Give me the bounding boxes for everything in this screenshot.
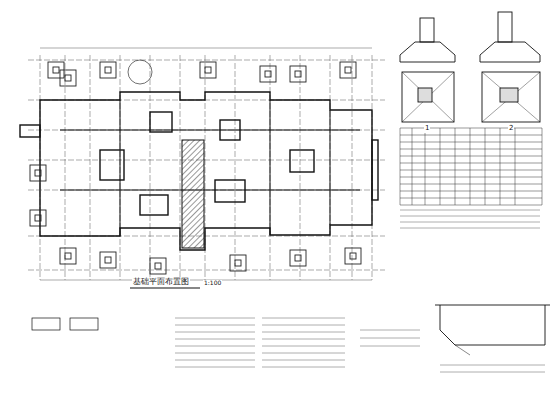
- column: [295, 71, 301, 77]
- stroke: [262, 346, 345, 347]
- stroke: [175, 346, 255, 347]
- footing-pad: [290, 66, 306, 82]
- stroke: [425, 128, 426, 205]
- drawing-label: 基础平面布置图: [132, 278, 190, 287]
- stroke: [400, 142, 542, 143]
- column: [105, 257, 111, 263]
- drawing-label: 1: [424, 125, 430, 133]
- stroke: [175, 332, 255, 333]
- stroke: [400, 191, 542, 192]
- stroke: [400, 198, 542, 199]
- stroke: [400, 170, 542, 171]
- stroke: [40, 48, 372, 49]
- stroke: [400, 210, 540, 211]
- column: [65, 75, 71, 81]
- stroke: [90, 55, 91, 280]
- stroke: [235, 55, 236, 280]
- stroke: [470, 128, 471, 205]
- stroke: [262, 360, 345, 361]
- stroke: [150, 55, 151, 280]
- footing-pad: [100, 252, 116, 268]
- stroke: [440, 128, 441, 205]
- column: [105, 67, 111, 73]
- footing-pad: [30, 210, 46, 226]
- stroke: [400, 222, 540, 223]
- column: [235, 260, 241, 266]
- footing-pad: [200, 62, 216, 78]
- footing-pad: [290, 250, 306, 266]
- stroke: [262, 325, 345, 326]
- stroke: [440, 365, 545, 366]
- stroke: [175, 353, 255, 354]
- stroke: [262, 339, 345, 340]
- stroke: [400, 177, 542, 178]
- stroke: [175, 360, 255, 361]
- stroke: [515, 128, 516, 205]
- stroke: [400, 128, 401, 205]
- stroke: [400, 135, 542, 136]
- stroke: [440, 372, 545, 373]
- drawing-label: 1:100: [203, 280, 222, 287]
- stroke: [262, 353, 345, 354]
- stroke: [400, 228, 540, 229]
- stroke: [360, 330, 420, 331]
- column: [345, 67, 351, 73]
- footing-pad: [60, 70, 76, 86]
- footing-pad: [100, 62, 116, 78]
- stroke: [360, 346, 420, 347]
- footing-pad: [340, 62, 356, 78]
- stroke: [360, 338, 420, 339]
- stroke: [28, 60, 385, 61]
- column: [65, 253, 71, 259]
- stroke: [400, 205, 542, 206]
- stroke: [262, 332, 345, 333]
- stroke: [300, 55, 301, 280]
- stroke: [400, 163, 542, 164]
- stroke: [352, 55, 353, 280]
- stroke: [28, 270, 385, 271]
- footing-pad: [345, 248, 361, 264]
- stroke: [400, 149, 542, 150]
- stroke: [65, 55, 66, 280]
- footing-pad: [230, 255, 246, 271]
- stroke: [262, 367, 345, 368]
- column: [205, 67, 211, 73]
- column: [35, 170, 41, 176]
- stroke: [542, 128, 543, 205]
- column: [35, 215, 41, 221]
- stroke: [500, 128, 501, 205]
- stroke: [400, 156, 542, 157]
- stroke: [175, 339, 255, 340]
- footing-pad: [60, 248, 76, 264]
- stroke: [400, 216, 540, 217]
- stroke: [400, 128, 542, 129]
- stroke: [400, 184, 542, 185]
- stroke: [412, 128, 413, 205]
- stroke: [175, 318, 255, 319]
- stroke: [262, 318, 345, 319]
- stroke: [175, 367, 255, 368]
- footing-pad: [30, 165, 46, 181]
- column: [155, 263, 161, 269]
- column: [53, 67, 59, 73]
- column: [265, 71, 271, 77]
- stroke: [485, 128, 486, 205]
- footing-pad: [150, 258, 166, 274]
- footing-pad: [260, 66, 276, 82]
- column: [295, 255, 301, 261]
- stroke: [175, 325, 255, 326]
- column: [350, 253, 356, 259]
- drawing-label: 2: [508, 125, 514, 133]
- stroke: [28, 160, 385, 161]
- stroke: [455, 128, 456, 205]
